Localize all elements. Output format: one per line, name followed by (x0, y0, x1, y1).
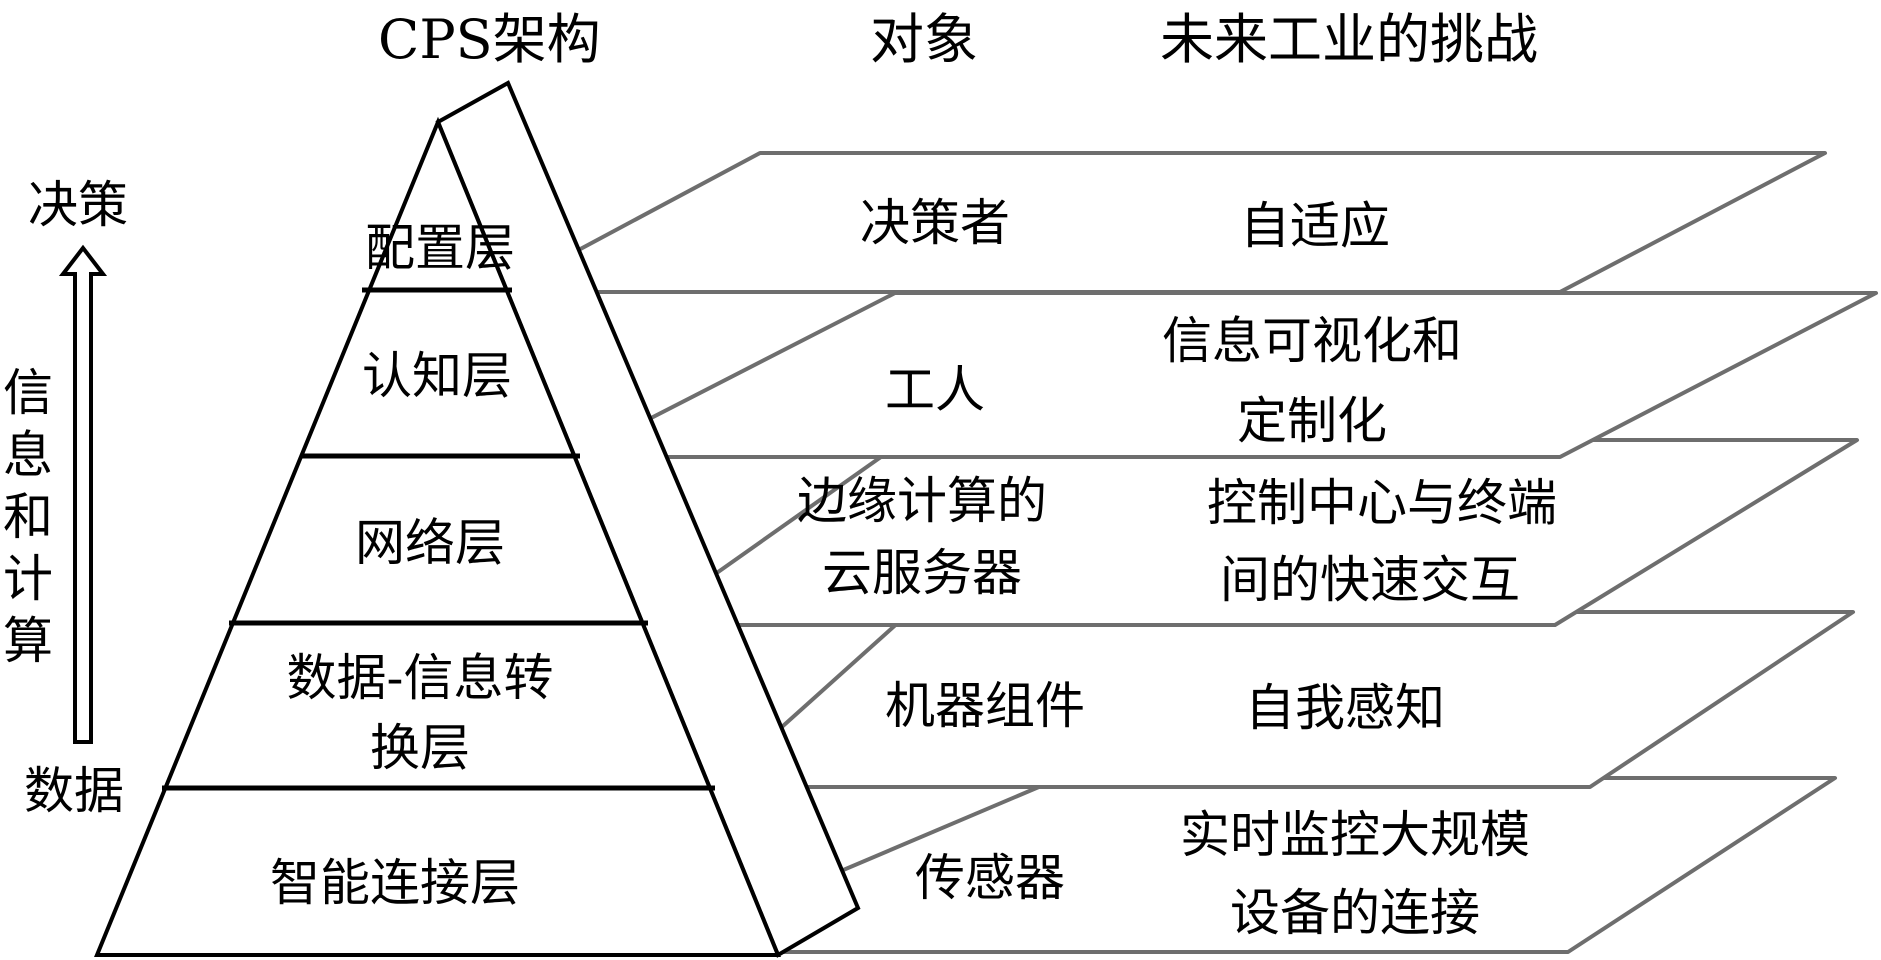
object-text: 决策者 (860, 194, 1010, 252)
challenge-2: 信息可视化和 定制化 (1162, 312, 1462, 450)
plane-layer-2 (573, 291, 1878, 459)
plane-layer-3 (641, 438, 1859, 627)
challenge-text: 自适应 (1240, 197, 1390, 255)
object-text: 边缘计算的 (797, 472, 1047, 530)
challenge-text: 定制化 (1237, 392, 1387, 450)
axis-middle-char: 息 (3, 426, 53, 484)
upward-arrow-icon (58, 244, 108, 744)
object-5: 传感器 (915, 849, 1065, 907)
layer-name-text: 配置层 (365, 219, 515, 277)
object-3: 边缘计算的 云服务器 (797, 472, 1047, 602)
challenge-4: 自我感知 (1245, 679, 1445, 737)
header-cps-title: CPS架构 (378, 8, 601, 71)
plane-layer-1 (498, 151, 1827, 294)
layer-name-1: 配置层 (365, 219, 515, 277)
layer-name-text: 网络层 (355, 514, 505, 572)
challenge-text: 自我感知 (1245, 679, 1445, 737)
axis-bottom-label: 数据 (24, 762, 124, 820)
challenge-1: 自适应 (1240, 197, 1390, 255)
object-2: 工人 (885, 361, 985, 419)
challenge-text: 实时监控大规模 (1180, 806, 1530, 864)
object-4: 机器组件 (885, 677, 1085, 735)
object-1: 决策者 (860, 194, 1010, 252)
layer-name-2: 认知层 (362, 347, 512, 405)
axis-middle-char: 信 (3, 364, 53, 422)
layer-name-3: 网络层 (355, 514, 505, 572)
pyramid (94, 80, 861, 958)
axis-top-label: 决策 (28, 176, 128, 234)
pyramid-layer-dividers (162, 287, 715, 791)
object-text: 工人 (885, 361, 985, 419)
layer-name-text: 认知层 (362, 347, 512, 405)
challenge-text: 间的快速交互 (1220, 551, 1520, 609)
plane-layer-4 (713, 610, 1855, 789)
layer-name-5: 智能连接层 (270, 854, 520, 912)
layer-name-text: 智能连接层 (270, 854, 520, 912)
object-text: 传感器 (915, 849, 1065, 907)
axis-middle-label: 信 息 和 计 算 (3, 364, 53, 670)
object-text: 云服务器 (822, 544, 1022, 602)
plane-layer-5 (648, 776, 1837, 954)
axis-middle-char: 算 (3, 612, 53, 670)
challenge-5: 实时监控大规模 设备的连接 (1180, 806, 1530, 942)
layer-name-text: 数据-信息转 (287, 649, 554, 707)
layer-name-text: 换层 (370, 719, 470, 777)
challenge-text: 设备的连接 (1230, 884, 1480, 942)
axis-middle-char: 和 (3, 488, 53, 546)
challenge-3: 控制中心与终端 间的快速交互 (1207, 474, 1557, 609)
header-challenge-title: 未来工业的挑战 (1160, 8, 1538, 71)
challenge-text: 控制中心与终端 (1207, 474, 1557, 532)
layer-name-4: 数据-信息转 换层 (287, 649, 554, 777)
axis-middle-char: 计 (3, 550, 53, 608)
object-text: 机器组件 (885, 677, 1085, 735)
header-object-title: 对象 (870, 8, 978, 71)
challenge-text: 信息可视化和 (1162, 312, 1462, 370)
